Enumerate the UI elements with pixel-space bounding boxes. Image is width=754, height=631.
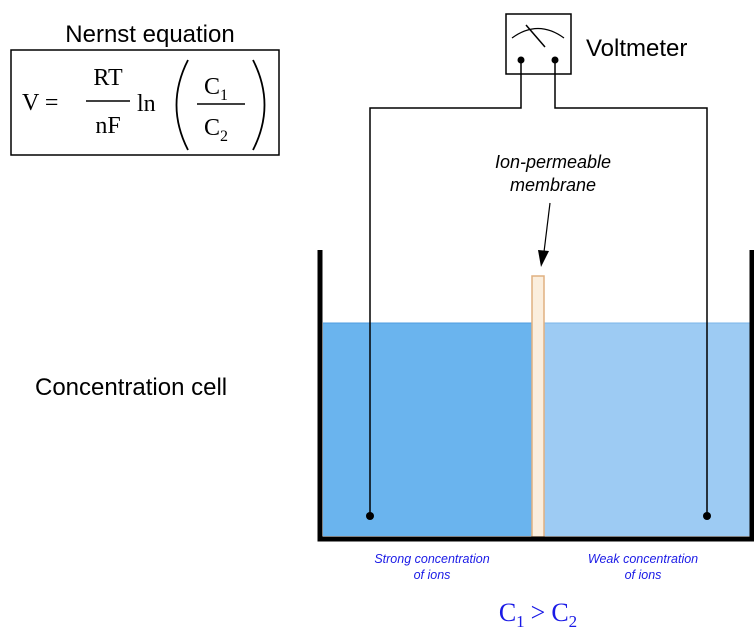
equation-lhs: V =: [22, 90, 58, 116]
relation-left-sub: 1: [516, 612, 525, 631]
ion-permeable-membrane: [531, 275, 545, 538]
weak-caption-line1: Weak concentration: [588, 552, 698, 566]
membrane-label-line1: Ion-permeable: [495, 152, 611, 172]
relation-right-sub: 2: [569, 612, 578, 631]
relation-left-letter: C: [499, 598, 516, 627]
strong-solution: [323, 323, 532, 536]
membrane-label-line2: membrane: [510, 175, 596, 195]
membrane-pointer-arrowhead: [538, 250, 549, 267]
strong-caption-line1: Strong concentration: [374, 552, 489, 566]
relation-c1-gt-c2: C1>C2: [499, 598, 577, 631]
voltmeter-scale-arc: [511, 27, 565, 39]
voltmeter-needle: [525, 24, 546, 48]
equation-box: [10, 49, 280, 156]
equation-c1: C1: [204, 74, 228, 104]
equation-c2: C2: [204, 115, 228, 145]
equation-c1-letter: C: [204, 74, 220, 100]
wire-right: [554, 60, 708, 516]
equation-numerator: RT: [93, 65, 123, 91]
equation-title: Nernst equation: [65, 21, 234, 48]
equation-c1-sub: 1: [220, 87, 228, 104]
electrode-right: [703, 512, 711, 520]
equation-left-paren: [175, 59, 189, 151]
voltmeter-box: [505, 13, 572, 75]
voltmeter-label: Voltmeter: [586, 35, 687, 62]
electrode-left: [366, 512, 374, 520]
weak-solution: [544, 323, 750, 536]
equation-denominator: nF: [95, 113, 120, 139]
membrane-pointer-line: [543, 202, 551, 253]
relation-right-letter: C: [551, 598, 568, 627]
weak-caption-line2: of ions: [625, 568, 662, 582]
equation-c2-letter: C: [204, 115, 220, 141]
strong-caption-line2: of ions: [414, 568, 451, 582]
wire-left: [369, 60, 522, 516]
relation-operator: >: [531, 598, 546, 627]
concentration-cell-label: Concentration cell: [35, 374, 227, 401]
equation-right-paren: [252, 59, 266, 151]
equation-c2-sub: 2: [220, 128, 228, 145]
equation-log: ln: [137, 91, 156, 117]
cell-container: [317, 250, 754, 542]
